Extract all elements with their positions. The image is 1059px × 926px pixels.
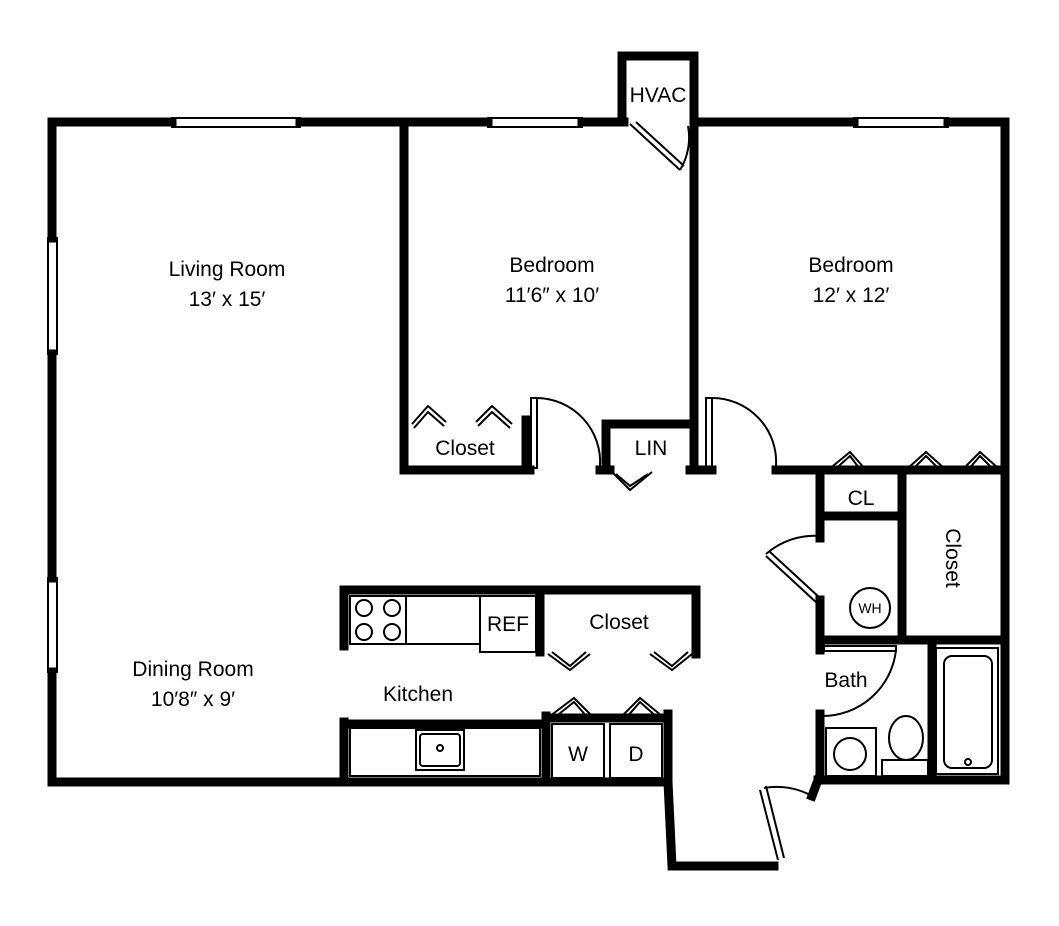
bifold-door-closet-bed1-a (411, 404, 447, 425)
toilet (888, 715, 924, 761)
refrigerator-label: REF (487, 613, 529, 636)
window-living-top (171, 117, 301, 128)
door-bedroom2-swing (711, 396, 778, 467)
bath-vanity (825, 727, 877, 777)
kitchen-sink (415, 729, 465, 771)
water-heater (849, 587, 891, 629)
washer-label: W (568, 743, 588, 766)
bathtub (935, 647, 999, 775)
burner-icon (355, 599, 373, 617)
fixtures (349, 121, 999, 861)
door-wh-closet (765, 551, 821, 605)
closet-kitchen-label: Closet (589, 611, 649, 634)
closet-bed1-label: Closet (435, 437, 495, 460)
bath-sink (833, 737, 867, 771)
bifold-door-closet-bed1-b (475, 404, 513, 425)
door-wh-closet-swing (765, 534, 821, 555)
hvac-label: HVAC (630, 84, 687, 107)
window-bed2-top (853, 117, 949, 128)
kitchen-name: Kitchen (383, 683, 453, 706)
burner-icon (383, 623, 401, 641)
bedroom2-name: Bedroom (808, 254, 893, 277)
refrigerator (479, 595, 537, 653)
door-bedroom1 (530, 397, 538, 469)
window-dining-left (47, 577, 58, 673)
dryer (609, 723, 663, 779)
window-living-left (47, 237, 58, 355)
bifold-door-kitchen-closet-a (547, 653, 591, 672)
dryer-label: D (628, 743, 643, 766)
dining-room-size: 10′8″ x 9′ (151, 688, 235, 711)
burner-icon (355, 623, 373, 641)
cl-label: CL (848, 487, 875, 510)
hvac-door-swing (679, 125, 691, 171)
kitchen-counter-lower (349, 727, 541, 777)
door-bedroom1-swing (536, 397, 602, 467)
entry-door (759, 785, 785, 861)
bifold-door-closet-bed2-a (907, 450, 945, 469)
living-room-size: 13′ x 15′ (189, 288, 266, 311)
bifold-door-laundry-b (621, 696, 663, 717)
window-bed1-top (487, 117, 583, 128)
linen-label: LIN (635, 437, 668, 460)
bifold-door-cl (827, 450, 867, 471)
bath-name: Bath (824, 669, 867, 692)
bifold-door-kitchen-closet-b (649, 653, 693, 672)
bedroom2-size: 12′ x 12′ (813, 284, 890, 307)
labels: HVAC Living Room 13′ x 15′ Bedroom 11′6″… (132, 84, 964, 766)
walls (47, 51, 1010, 871)
bifold-door-laundry-a (549, 696, 593, 717)
dining-room-name: Dining Room (132, 658, 253, 681)
bedroom1-size: 11′6″ x 10′ (505, 284, 599, 307)
washer (551, 723, 605, 779)
living-room-name: Living Room (169, 258, 286, 281)
closet-bed2-label: Closet (941, 528, 964, 588)
door-bath (823, 645, 897, 652)
kitchen-counter-upper (405, 595, 481, 645)
bifold-door-closet-bed2-b (963, 450, 999, 469)
bedroom1-name: Bedroom (509, 254, 594, 277)
door-bath-swing (821, 649, 897, 718)
bifold-door-lin (611, 471, 653, 492)
burner-icon (383, 599, 401, 617)
door-bedroom2 (705, 397, 713, 469)
water-heater-label: WH (858, 600, 881, 616)
entry-door-swing (763, 785, 813, 797)
hvac-door (629, 121, 685, 171)
